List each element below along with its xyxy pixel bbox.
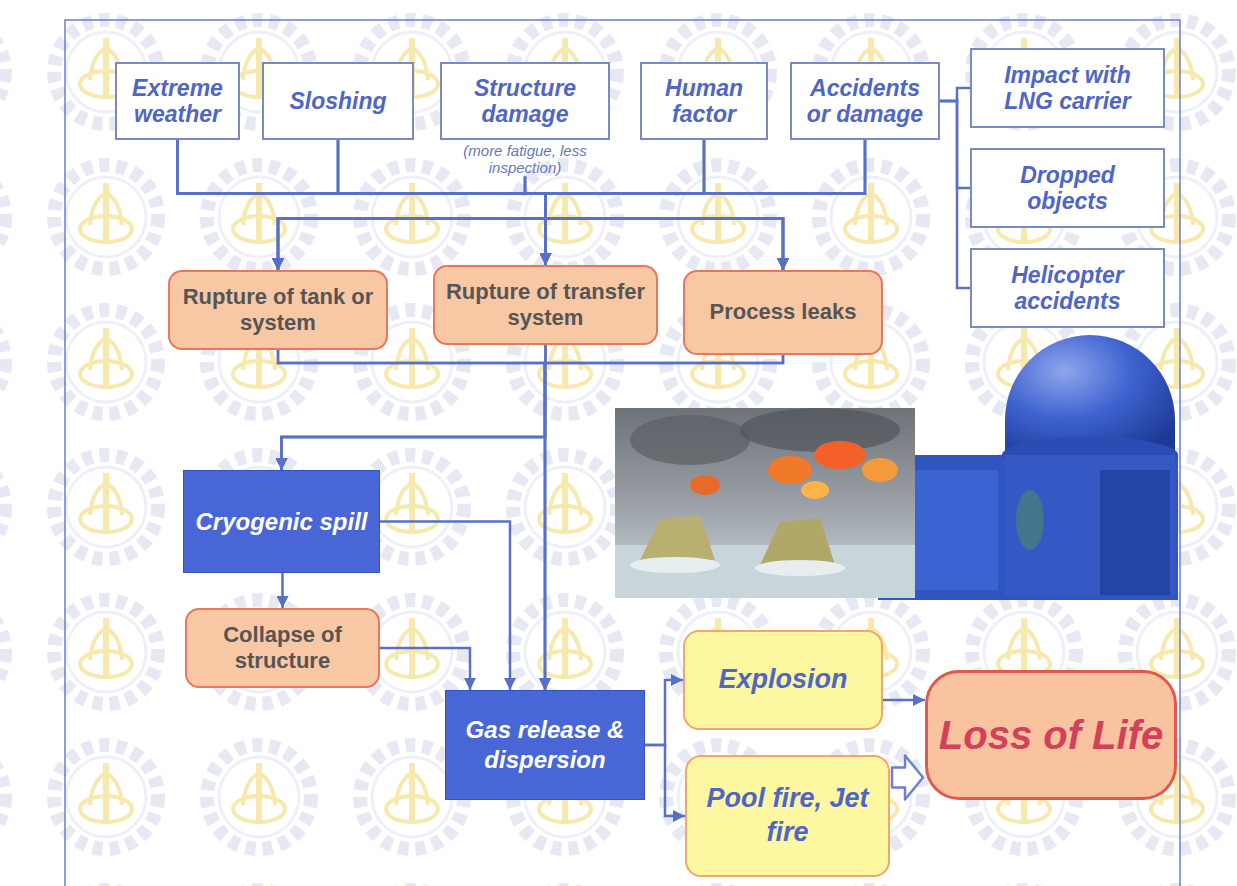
connector (178, 140, 784, 270)
fire-photo (615, 408, 915, 598)
connector (645, 745, 685, 816)
failure-box: Process leaks (683, 270, 883, 355)
box-label: Cryogenic spill (195, 507, 367, 537)
cause-box: Extreme weather (115, 62, 240, 140)
connector (940, 101, 970, 288)
box-label: Structure damage (450, 75, 600, 128)
box-label: Accidents or damage (800, 75, 930, 128)
cause-box: Sloshing (262, 62, 414, 140)
connector (940, 101, 970, 188)
event-box: Gas release & dispersion (445, 690, 645, 800)
tank-illustration (878, 335, 1178, 600)
box-label: Rupture of tank or system (178, 284, 378, 337)
connector (883, 699, 925, 702)
cause-box: Human factor (640, 62, 768, 140)
accident-box: Helicopter accidents (970, 248, 1165, 328)
connector (282, 355, 784, 470)
connector (278, 177, 546, 271)
box-label: Extreme weather (125, 75, 230, 128)
connector (278, 140, 704, 270)
box-note: (more fatigue, less inspection) (442, 142, 608, 177)
accident-box: Dropped objects (970, 148, 1165, 228)
consequence-box: Loss of Life (925, 670, 1177, 800)
box-label: Loss of Life (939, 712, 1163, 758)
connector (338, 140, 783, 270)
box-label: Human factor (650, 75, 758, 128)
box-label: Gas release & dispersion (454, 715, 636, 775)
connector (380, 522, 510, 691)
box-label: Pool fire, Jet fire (695, 782, 880, 850)
connector (525, 177, 546, 266)
connector (546, 140, 784, 270)
outcome-box: Pool fire, Jet fire (685, 755, 890, 877)
connector (546, 140, 866, 265)
connector (645, 680, 683, 745)
connector (525, 177, 783, 271)
outcome-box: Explosion (683, 630, 883, 730)
box-label: Sloshing (289, 88, 386, 114)
box-label: Impact with LNG carrier (980, 62, 1155, 115)
box-label: Process leaks (710, 299, 857, 325)
box-label: Rupture of transfer system (443, 279, 648, 332)
box-label: Dropped objects (980, 162, 1155, 215)
box-label: Explosion (718, 663, 847, 697)
event-box: Cryogenic spill (183, 470, 380, 573)
block-arrow (892, 756, 923, 800)
connector (940, 88, 970, 101)
connector (380, 648, 470, 690)
frame (65, 20, 1180, 886)
accident-box: Impact with LNG carrier (970, 48, 1165, 128)
failure-box: Rupture of transfer system (433, 265, 658, 345)
failure-box: Rupture of tank or system (168, 270, 388, 350)
cause-box: Accidents or damage (790, 62, 940, 140)
box-label: Collapse of structure (195, 622, 370, 675)
failure-box: Collapse of structure (185, 608, 380, 688)
cause-box: Structure damage(more fatigue, less insp… (440, 62, 610, 140)
connector (281, 573, 284, 608)
connector (546, 140, 866, 270)
connector (278, 350, 545, 470)
box-label: Helicopter accidents (980, 262, 1155, 315)
connector (278, 140, 865, 270)
